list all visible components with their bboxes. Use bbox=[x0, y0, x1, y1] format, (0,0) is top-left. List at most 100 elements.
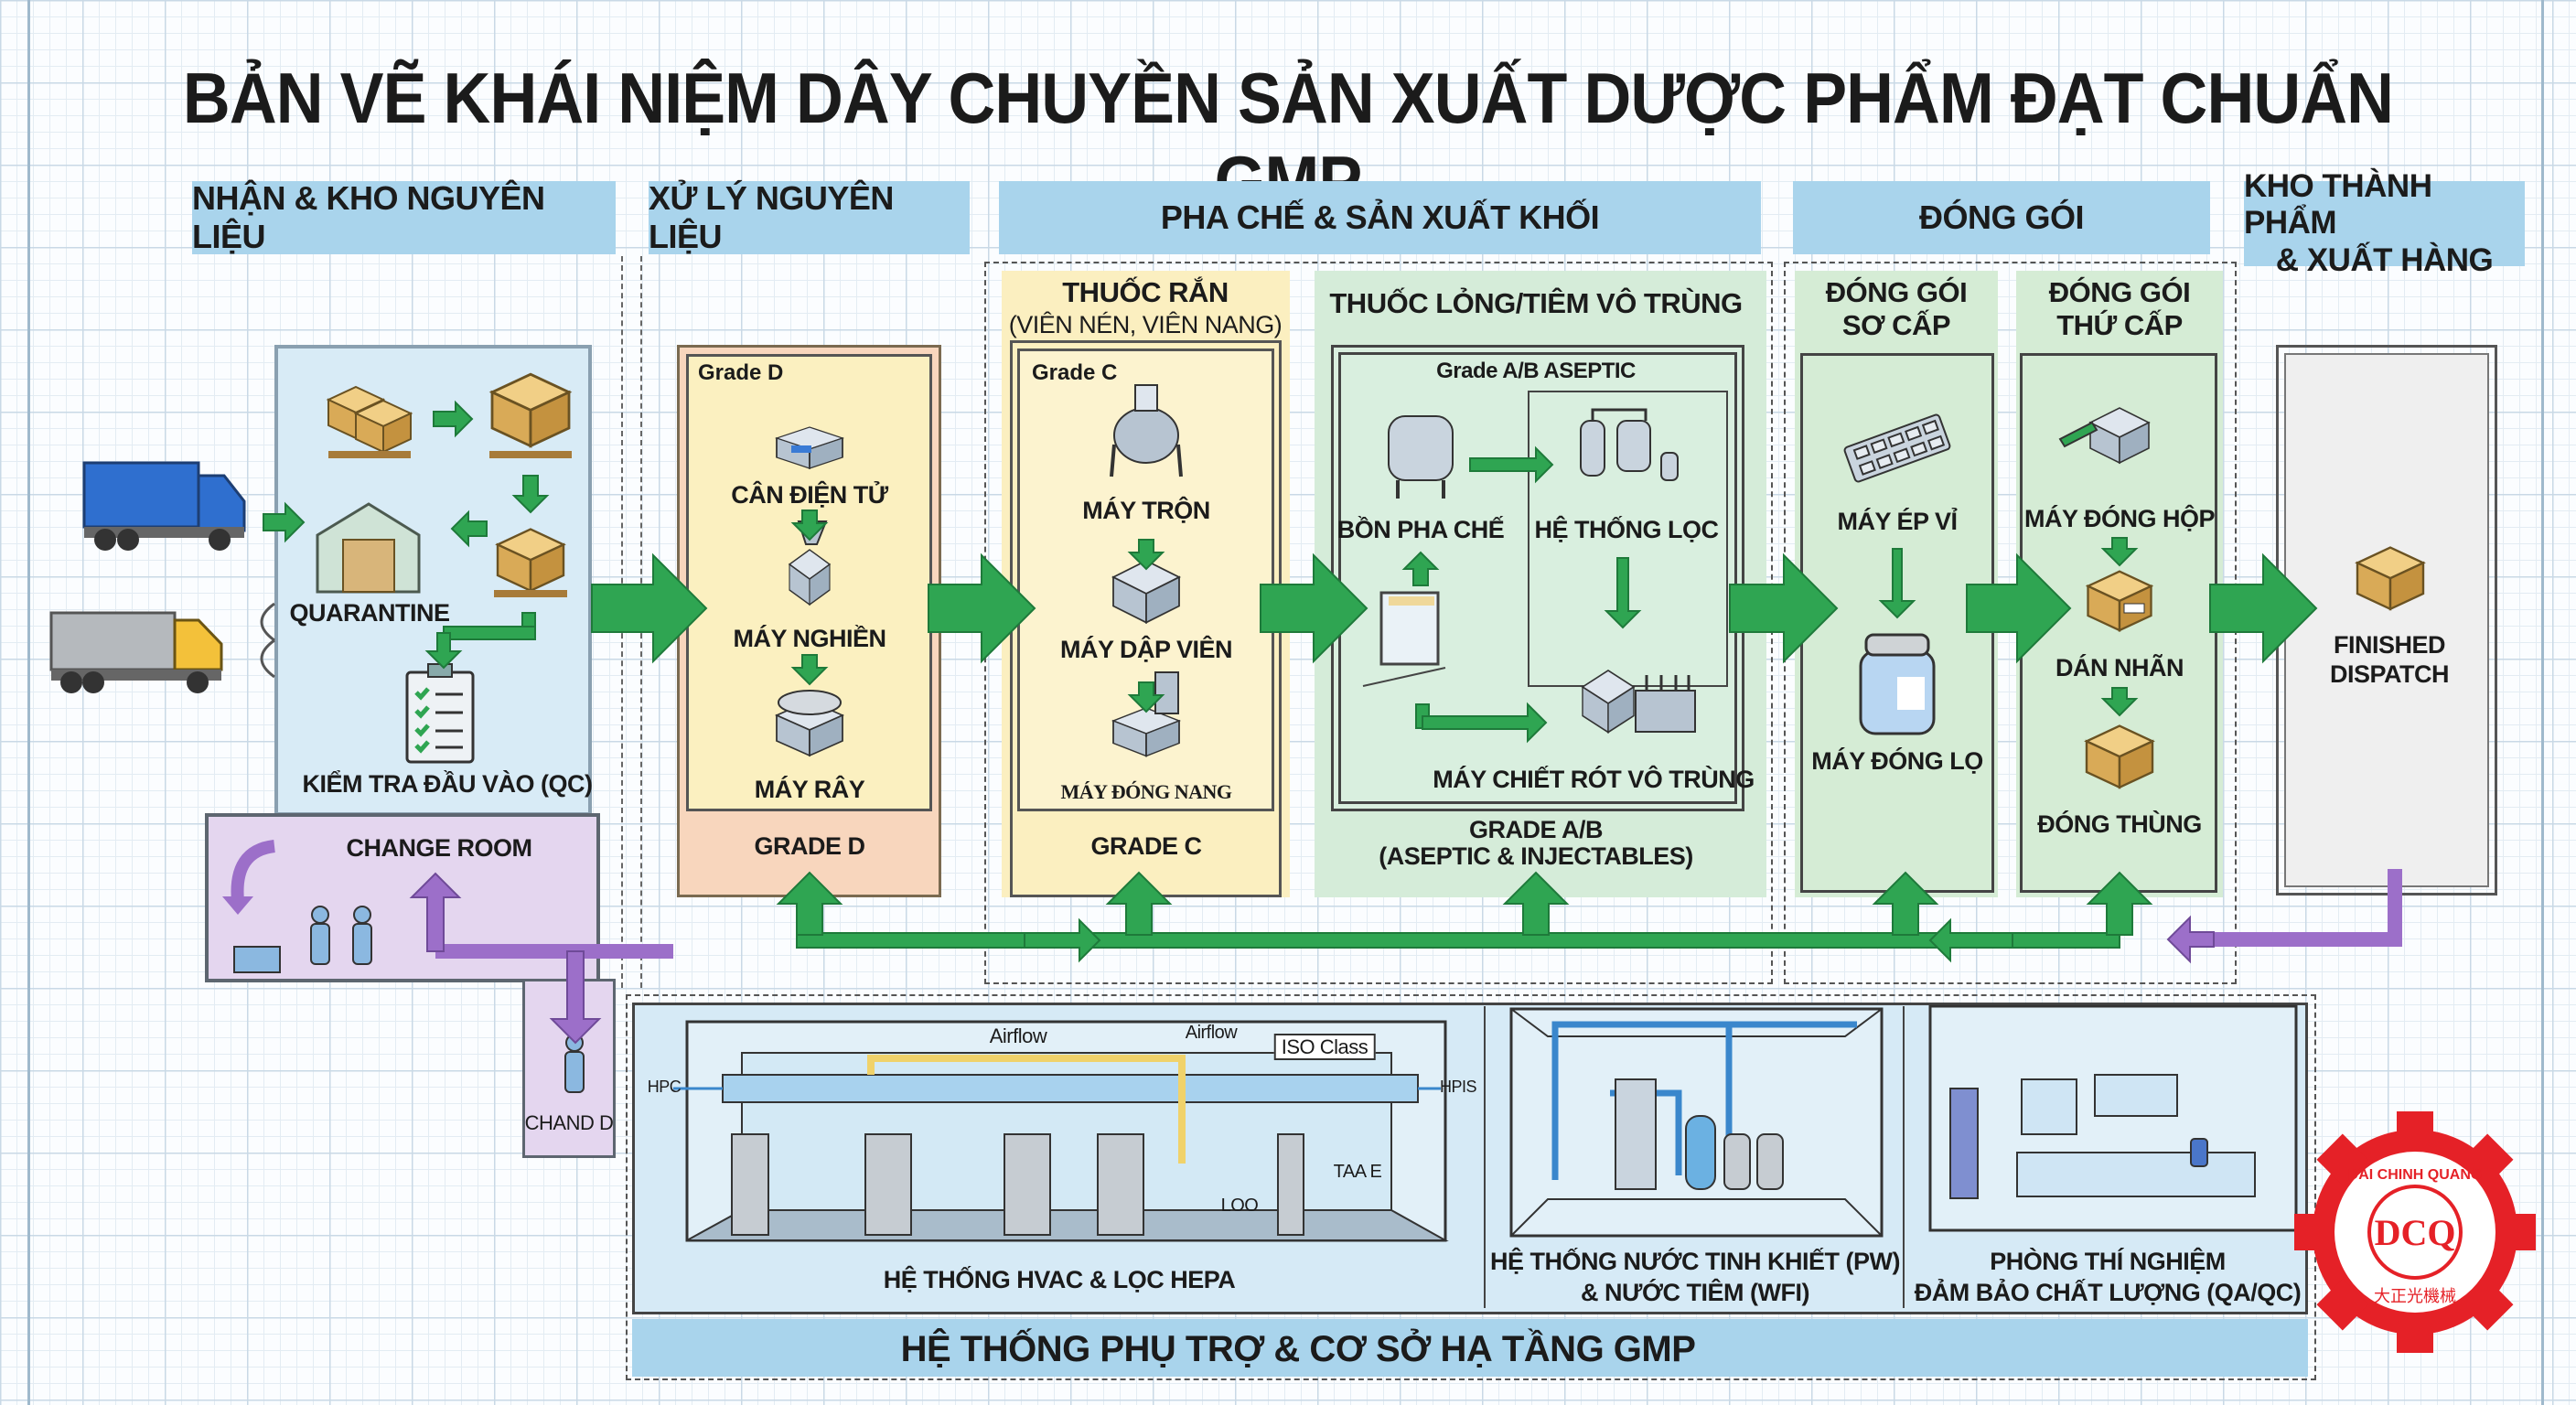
secondary-pack-item: MÁY ĐÓNG HỘP bbox=[2023, 505, 2216, 532]
solid-subtitle: (VIÊN NÉN, VIÊN NANG) bbox=[1008, 311, 1283, 338]
person-icon bbox=[564, 1034, 585, 1093]
flow-arrow-compounding-to-packaging bbox=[1729, 552, 1839, 664]
lab-bench-icon bbox=[2016, 1152, 2256, 1197]
filtration-system-icon bbox=[1580, 408, 1679, 481]
qc-lab-illustration bbox=[1928, 1004, 2298, 1232]
hvac-caption: HỆ THỐNG HVAC & LỌC HEPA bbox=[883, 1266, 1236, 1293]
liquid-title: THUỐC LỎNG/TIÊM VÔ TRÙNG bbox=[1329, 287, 1743, 319]
hvac-hpis: HPIS bbox=[1439, 1078, 1477, 1096]
finished-return-arrow bbox=[2166, 915, 2215, 964]
grade-c-footer: GRADE C bbox=[1090, 832, 1202, 860]
primary-pack-title-2: SƠ CẤP bbox=[1841, 309, 1951, 341]
finished-box-icon bbox=[2356, 546, 2425, 610]
grade-d-arrow bbox=[790, 654, 829, 686]
support-divider bbox=[1903, 1006, 1905, 1308]
grade-d-footer: GRADE D bbox=[754, 832, 865, 860]
frame-line-left bbox=[27, 0, 30, 1405]
grade-d-arrow bbox=[790, 509, 829, 542]
stage-receiving: NHẬN & KHO NGUYÊN LIỆU bbox=[192, 179, 616, 255]
truck-entry-arrow bbox=[263, 501, 306, 543]
gowning-flow-arrow bbox=[231, 840, 276, 902]
liquid-arrow bbox=[1401, 551, 1440, 586]
aseptic-filling-machine-icon bbox=[1582, 670, 1696, 734]
return-arrow-up bbox=[1502, 871, 1570, 936]
return-arrow-left bbox=[1928, 917, 2013, 963]
support-banner bbox=[632, 1319, 2308, 1377]
qc-arrow-stem bbox=[443, 626, 536, 640]
pallet-labelled-icon bbox=[494, 528, 567, 597]
flow-arrow-packaging-to-finished bbox=[2209, 552, 2318, 664]
personnel-arrow-down bbox=[549, 950, 602, 1045]
door-icon bbox=[1949, 1088, 1979, 1199]
flow-arrow-receiving-to-processing bbox=[591, 552, 708, 664]
lab-caption-1: PHÒNG THÍ NGHIỆM bbox=[1990, 1248, 2226, 1275]
blister-pack-icon bbox=[1843, 413, 1951, 483]
lab-caption-2: ĐẢM BẢO CHẤT LƯỢNG (QA/QC) bbox=[1914, 1279, 2302, 1306]
hvac-iso-class: ISO Class bbox=[1273, 1034, 1376, 1061]
person-icon bbox=[352, 906, 372, 965]
bench-icon bbox=[233, 946, 281, 973]
personnel-arrow-up bbox=[409, 872, 462, 952]
hvac-cabinet bbox=[1097, 1133, 1144, 1236]
support-zone bbox=[626, 994, 2316, 1380]
liquid-arrow bbox=[1469, 445, 1554, 484]
grade-d-item: MÁY NGHIỀN bbox=[733, 625, 886, 652]
checklist-clipboard-icon bbox=[405, 663, 475, 764]
logo-center-text: DCQ bbox=[2375, 1212, 2456, 1253]
aseptic-inner bbox=[1338, 352, 1737, 804]
finished-label-2: DISPATCH bbox=[2330, 660, 2450, 688]
liquid-item: BỒN PHA CHẾ bbox=[1336, 516, 1505, 543]
finished-label-1: FINISHED bbox=[2333, 631, 2446, 659]
support-banner-text: HỆ THỐNG PHỤ TRỢ & CƠ SỞ HẠ TẦNG GMP bbox=[900, 1329, 1696, 1369]
grade-d-tag: Grade D bbox=[698, 360, 784, 385]
liquid-arrow bbox=[1604, 557, 1642, 629]
stage-compounding: PHA CHẾ & SẢN XUẤT KHỐI bbox=[999, 181, 1761, 254]
return-arrow-up bbox=[1105, 871, 1173, 936]
flow-arrow-solid-to-liquid bbox=[1260, 552, 1368, 664]
dcq-logo: DCQ DAI CHINH QUANG 大正光機械 bbox=[2294, 1111, 2536, 1353]
primary-pack-item: MÁY ĐÓNG LỌ bbox=[1811, 747, 1983, 775]
secondary-pack-arrow bbox=[2100, 687, 2139, 717]
person-icon bbox=[310, 906, 330, 965]
support-divider bbox=[1484, 1006, 1486, 1308]
secondary-pack-item: ĐÓNG THÙNG bbox=[2037, 810, 2202, 838]
primary-pack-arrow bbox=[1878, 548, 1916, 619]
capsule-filler-icon bbox=[1112, 671, 1180, 757]
liquid-item: MÁY CHIẾT RÓT VÔ TRÙNG bbox=[1433, 766, 1755, 793]
mixer-icon bbox=[1110, 384, 1183, 477]
shipping-carton-icon bbox=[2085, 724, 2154, 788]
primary-pack-title-1: ĐÓNG GÓI bbox=[1825, 276, 1968, 308]
logo-ring-text: DAI CHINH QUANG bbox=[2348, 1167, 2483, 1183]
return-arrow-right bbox=[1024, 917, 1101, 963]
cartoning-machine-icon bbox=[2058, 407, 2150, 464]
stage-packaging: ĐÓNG GÓI bbox=[1793, 181, 2210, 254]
hvac-taa: TAA E bbox=[1333, 1162, 1382, 1182]
supply-pipe bbox=[867, 1055, 1186, 1164]
secondary-pack-title-2: THỨ CẤP bbox=[2056, 309, 2183, 341]
liquid-arrow bbox=[1422, 702, 1548, 744]
qc-arrow bbox=[424, 632, 463, 670]
pallet-stacked-icon bbox=[489, 372, 572, 458]
grade-d-item: MÁY RÂY bbox=[754, 776, 865, 803]
truck-yellow-icon bbox=[49, 611, 223, 693]
grade-c-tag: Grade C bbox=[1032, 360, 1118, 385]
water-caption-1: HỆ THỐNG NƯỚC TINH KHIẾT (PW) bbox=[1490, 1248, 1900, 1275]
pallet-arrow bbox=[450, 509, 488, 548]
hvac-airflow-2: Airflow bbox=[1185, 1023, 1238, 1043]
hvac-cabinet bbox=[1004, 1133, 1051, 1236]
solid-item: MÁY ĐÓNG NANG bbox=[1060, 780, 1233, 803]
flow-arrow-primary-to-secondary bbox=[1966, 552, 2072, 664]
truck-blue-icon bbox=[82, 461, 246, 551]
grade-d-item: CÂN ĐIỆN TỬ bbox=[731, 481, 888, 509]
stage-finished-line2: & XUẤT HÀNG bbox=[2275, 241, 2494, 278]
secondary-pack-item: DÁN NHÃN bbox=[2055, 654, 2184, 681]
secondary-pack-title-1: ĐÓNG GÓI bbox=[2048, 276, 2191, 308]
air-duct bbox=[722, 1074, 1419, 1103]
stage-finished-line1: KHO THÀNH PHẨM bbox=[2244, 168, 2432, 241]
hvac-loo: LOO bbox=[1220, 1196, 1259, 1216]
return-arrow-up bbox=[776, 871, 843, 936]
return-flow-line bbox=[796, 932, 2120, 949]
cabinet-icon bbox=[2094, 1074, 2178, 1117]
secondary-pack-arrow bbox=[2100, 537, 2139, 567]
